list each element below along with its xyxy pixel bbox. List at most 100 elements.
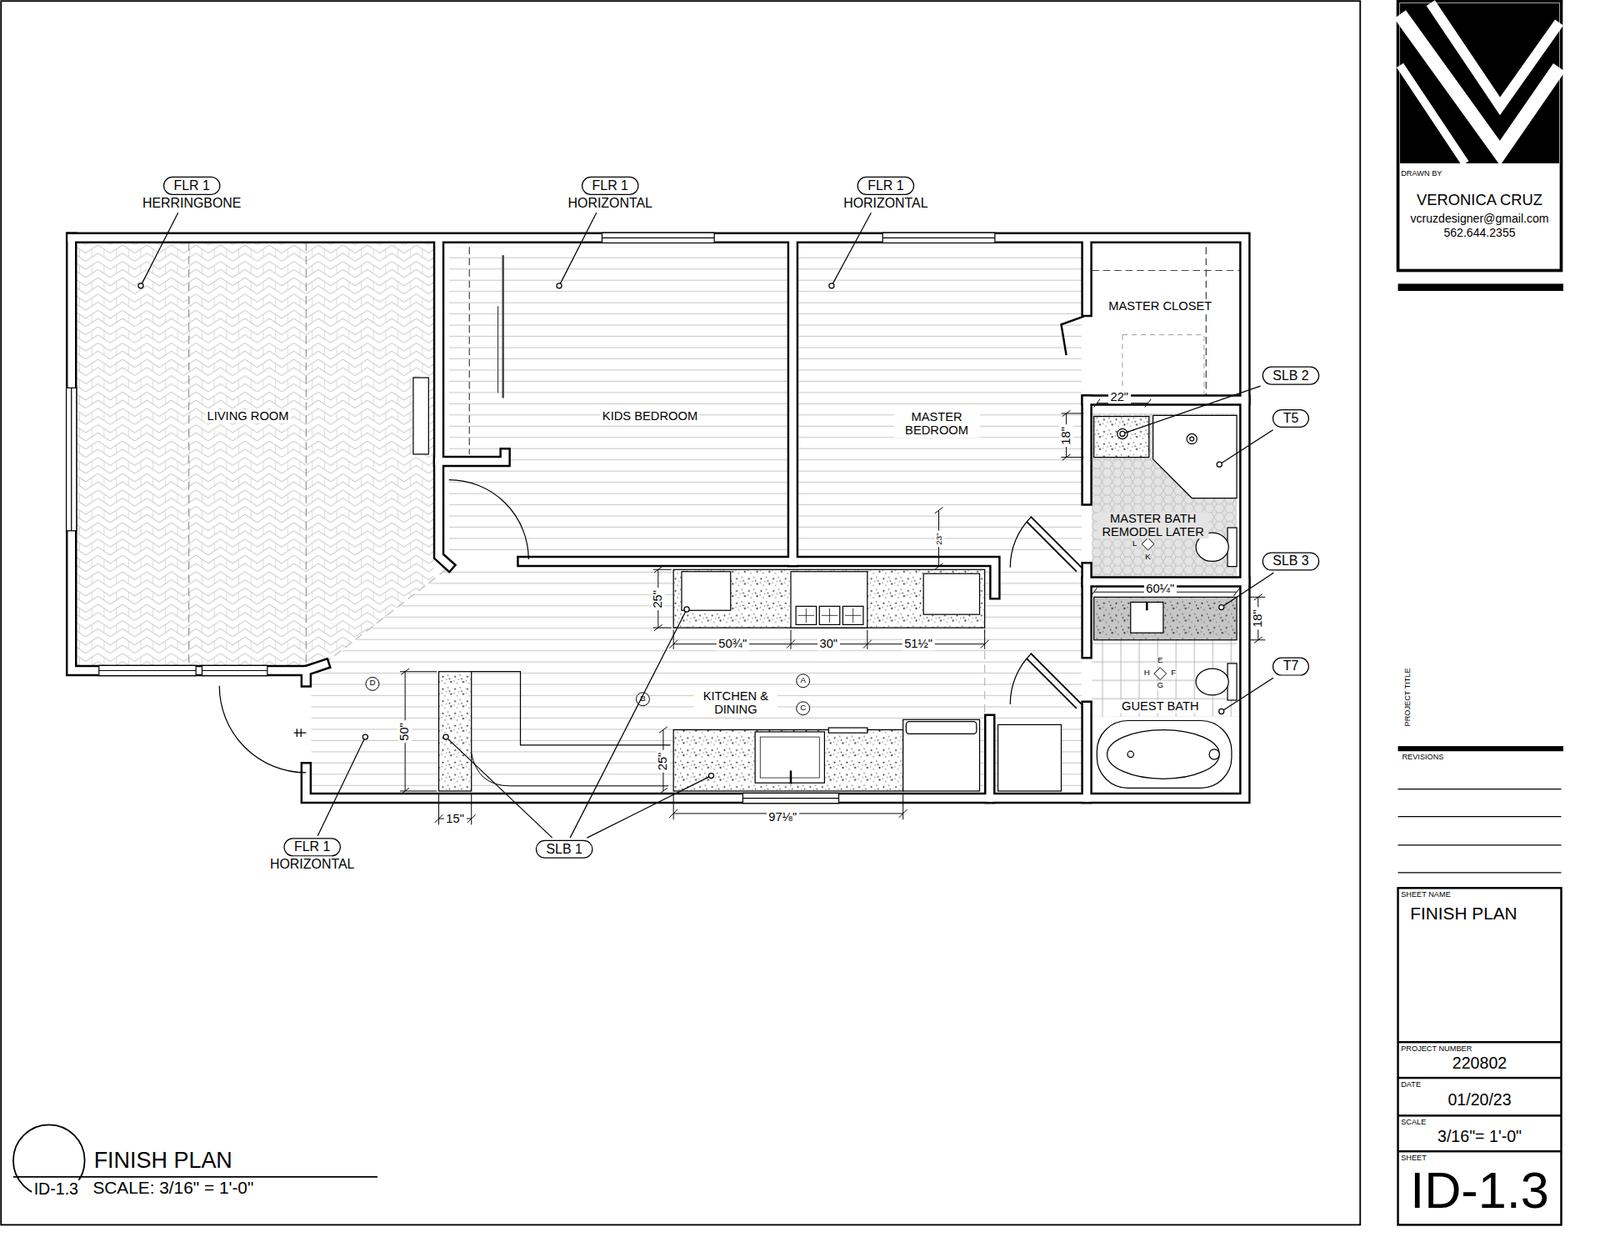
leader-line	[831, 212, 871, 286]
kitchen-counters	[790, 770, 792, 784]
sheet-number-cell: SHEETID-1.3	[1398, 1150, 1562, 1225]
finish-code: SLB 3	[1272, 554, 1309, 570]
finish-code: FLR 1	[294, 840, 330, 855]
leader-dot	[1219, 605, 1225, 610]
room-name: MASTER CLOSET	[1106, 299, 1215, 313]
room-name: KIDS BEDROOM	[600, 410, 700, 424]
wall-fill	[1083, 705, 1091, 798]
wall-fill	[439, 241, 450, 565]
dimension: 23"	[935, 530, 945, 547]
finish-tag: SLB 1	[535, 840, 593, 859]
bath-fixtures	[1209, 749, 1220, 760]
floor-finish	[189, 242, 307, 665]
title-block	[1398, 283, 1564, 291]
floor-finish	[1091, 640, 1237, 717]
windows	[882, 232, 995, 243]
leader-line	[317, 736, 365, 836]
kitchen-counters	[439, 671, 472, 791]
bath-fixtures	[1186, 433, 1197, 444]
drawing-title-mark	[13, 1175, 378, 1178]
field-label: SHEET NAME	[1400, 890, 1561, 900]
wall-fill	[522, 560, 995, 594]
field-label: REVISIONS	[1400, 753, 1446, 762]
leader-dot	[829, 283, 835, 289]
windows	[99, 665, 196, 675]
leader-line	[1122, 385, 1261, 434]
finish-tag: SLB 2	[1262, 365, 1320, 385]
windows	[66, 232, 995, 803]
symbol-letter: K	[1145, 552, 1151, 562]
wall-fill	[1083, 241, 1091, 311]
walls	[787, 241, 799, 561]
walls	[439, 453, 506, 462]
finish-tag: T5	[1272, 409, 1309, 428]
dimension-lines	[1250, 594, 1265, 644]
walls	[984, 719, 995, 798]
wall-fill	[305, 664, 325, 670]
date-cell: DATE01/20/23	[1398, 1076, 1562, 1115]
closet-lines	[1091, 246, 1240, 398]
drawing-scale: SCALE: 3/16" = 1'-0"	[92, 1179, 254, 1199]
door-swings	[219, 685, 306, 773]
symbol-letter: E	[1157, 656, 1164, 666]
windows	[601, 232, 715, 243]
floor-finish	[310, 566, 1081, 795]
wall-fill	[71, 237, 307, 682]
leader-dot	[556, 283, 562, 289]
title-block	[1400, 65, 1465, 164]
sheet-frame	[0, 0, 1360, 1225]
fixture-symbols	[1141, 537, 1155, 550]
bath-fixtures	[1096, 720, 1232, 788]
finish-code: FLR 1	[174, 178, 210, 194]
walls	[305, 664, 325, 670]
walls	[439, 241, 450, 565]
windows	[742, 792, 839, 803]
bath-fixtures	[1117, 428, 1128, 439]
dimension: 25"	[656, 750, 670, 772]
finish-code: SLB 1	[545, 841, 582, 857]
leader-dot	[708, 773, 714, 779]
kitchen-counters	[681, 571, 731, 611]
finish-tag: FLR 1HORIZONTAL	[581, 176, 639, 195]
walls	[1080, 241, 1092, 311]
title-block	[1398, 745, 1564, 751]
windows	[742, 797, 839, 799]
kitchen-counters	[998, 724, 1062, 791]
kitchen-counters	[903, 719, 980, 791]
pattern-note: HORIZONTAL	[568, 195, 653, 211]
kitchen-counters	[673, 730, 904, 791]
door-swings	[1026, 516, 1082, 572]
field-label: DRAWN BY	[1400, 169, 1561, 178]
dimension: 50¾"	[716, 637, 750, 651]
kitchen-counters	[790, 571, 868, 628]
leader-dot	[138, 283, 144, 289]
fixture-symbols	[1154, 667, 1167, 680]
dimension: 25"	[651, 588, 665, 610]
sheet-reference: ID-1.3	[31, 1180, 80, 1199]
field-label: SCALE	[1400, 1118, 1561, 1127]
bath-fixtures	[1190, 436, 1195, 441]
project-number-cell: PROJECT NUMBER220802	[1398, 1040, 1562, 1077]
pattern-note: HERRINGBONE	[142, 195, 242, 211]
door-swings	[449, 480, 530, 560]
floor-finish	[1091, 413, 1237, 577]
wall-fill	[439, 453, 506, 462]
field-value: 01/20/23	[1398, 1090, 1562, 1110]
dimension: 18"	[1251, 607, 1265, 630]
walls	[71, 237, 307, 682]
floor-finish	[76, 242, 435, 665]
dimension: 30"	[817, 637, 840, 651]
finish-code: SLB 2	[1272, 368, 1309, 384]
floor-finish	[76, 242, 1237, 794]
field-value: VERONICA CRUZ	[1398, 192, 1562, 210]
symbol-letter: D	[369, 679, 375, 689]
symbol-letter: B	[640, 694, 646, 704]
fireplace	[413, 377, 429, 455]
room-name: KITCHEN & DINING	[694, 690, 778, 717]
symbol-letter: F	[1170, 669, 1176, 679]
field-label: PROJECT TITLE	[1404, 665, 1413, 729]
bath-fixtures	[1094, 596, 1237, 640]
finish-code: FLR 1	[867, 178, 904, 194]
